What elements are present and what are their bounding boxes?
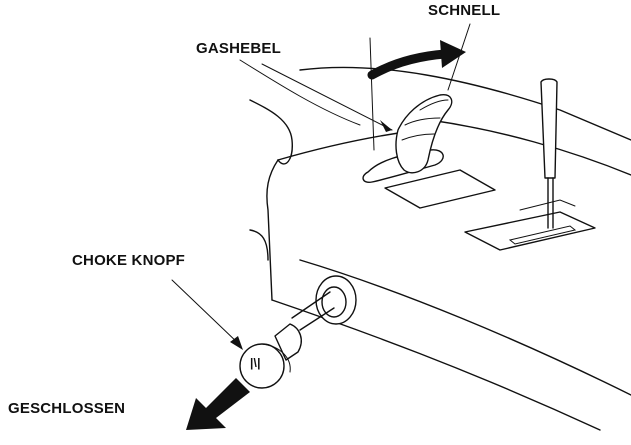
gashebel-leader: [261, 63, 393, 131]
housing-left-body: [249, 99, 293, 165]
throttle-plate: [384, 169, 496, 209]
right-control-lever[interactable]: [540, 78, 558, 229]
right-lever-slot-back: [519, 199, 576, 211]
geschlossen-label: GESCHLOSSEN: [8, 400, 126, 417]
right-lever-slot: [508, 225, 577, 245]
gashebel-label: GASHEBEL: [196, 40, 281, 57]
choke-knopf-label: CHOKE KNOPF: [72, 252, 186, 269]
housing-lower-edge: [299, 259, 631, 396]
choke-leader-tip: [230, 336, 243, 350]
vertical-reference-line: [369, 37, 375, 151]
throttle-lever[interactable]: [395, 94, 453, 174]
schnell-leader: [447, 23, 471, 91]
housing-front-corner: [266, 159, 279, 301]
housing-front-bottom: [271, 299, 601, 431]
thick-arrow-icon: [186, 378, 250, 430]
choke-knob-symbol: |\|: [250, 356, 261, 370]
gashebel-leader-tip: [380, 120, 392, 132]
housing-left-lower: [249, 229, 269, 261]
housing-top-back-edge: [299, 66, 631, 141]
choke-leader: [171, 279, 241, 346]
choke-knob[interactable]: [239, 275, 357, 389]
housing-back-line: [239, 59, 361, 126]
right-lever-slot-plate: [464, 211, 596, 251]
curved-arrow-icon: [367, 40, 466, 80]
housing-top-right-edge: [429, 119, 631, 176]
schnell-label: SCHNELL: [428, 2, 501, 19]
